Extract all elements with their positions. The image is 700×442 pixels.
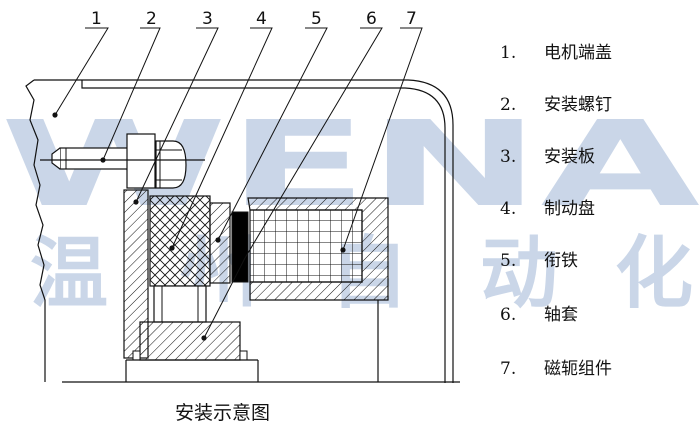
legend-item: 1. 电机端盖: [500, 38, 612, 63]
legend-item: 6. 轴套: [500, 300, 578, 325]
end-cover-inner-edge: [81, 80, 446, 383]
callout-6: 6: [366, 9, 377, 29]
legend-item: 3. 安装板: [500, 142, 595, 167]
callout-numbers: 1 2 3 4 5 6 7: [91, 9, 417, 29]
diagram-caption: 安装示意图: [175, 402, 271, 424]
legend-label: 电机端盖: [544, 43, 612, 63]
part-armature: [209, 202, 249, 284]
callout-2: 2: [146, 9, 157, 29]
legend-label: 衔铁: [544, 251, 578, 271]
legend-item: 5. 衔铁: [500, 246, 578, 271]
callout-7: 7: [406, 9, 417, 29]
end-cover-top-edge: [34, 79, 454, 383]
legend-label: 磁轭组件: [544, 359, 612, 379]
legend-number: 6.: [500, 305, 517, 325]
callout-4: 4: [256, 9, 267, 29]
legend-number: 2.: [500, 95, 517, 115]
callout-3: 3: [202, 9, 213, 29]
legend-label: 制动盘: [544, 199, 595, 219]
callout-1: 1: [91, 9, 102, 29]
part-shaft-sleeve: [125, 321, 259, 382]
legend-number: 7.: [500, 359, 517, 379]
part-brake-disc: [149, 195, 211, 323]
legend-label: 安装螺钉: [544, 95, 612, 115]
legend-number: 4.: [500, 199, 517, 219]
leader-lines: [54, 27, 423, 339]
watermark-char-1: 温: [30, 229, 108, 319]
part-motor-end-cover: [25, 79, 46, 382]
watermark-char-4: 动: [480, 229, 558, 319]
callout-5: 5: [311, 9, 322, 29]
part-magnetic-yoke-assembly: [247, 197, 389, 382]
watermark: WENA 温 州 自 动 化: [0, 95, 700, 319]
legend-item: 7. 磁轭组件: [500, 354, 612, 379]
legend-item: 2. 安装螺钉: [500, 90, 612, 115]
watermark-char-5: 化: [615, 229, 693, 319]
legend-number: 3.: [500, 147, 517, 167]
legend-label: 安装板: [544, 147, 595, 167]
legend-number: 5.: [500, 251, 517, 271]
leader-dots: [52, 112, 346, 341]
legend-number: 1.: [500, 43, 517, 63]
legend-item: 4. 制动盘: [500, 194, 595, 219]
legend-label: 轴套: [544, 305, 578, 325]
